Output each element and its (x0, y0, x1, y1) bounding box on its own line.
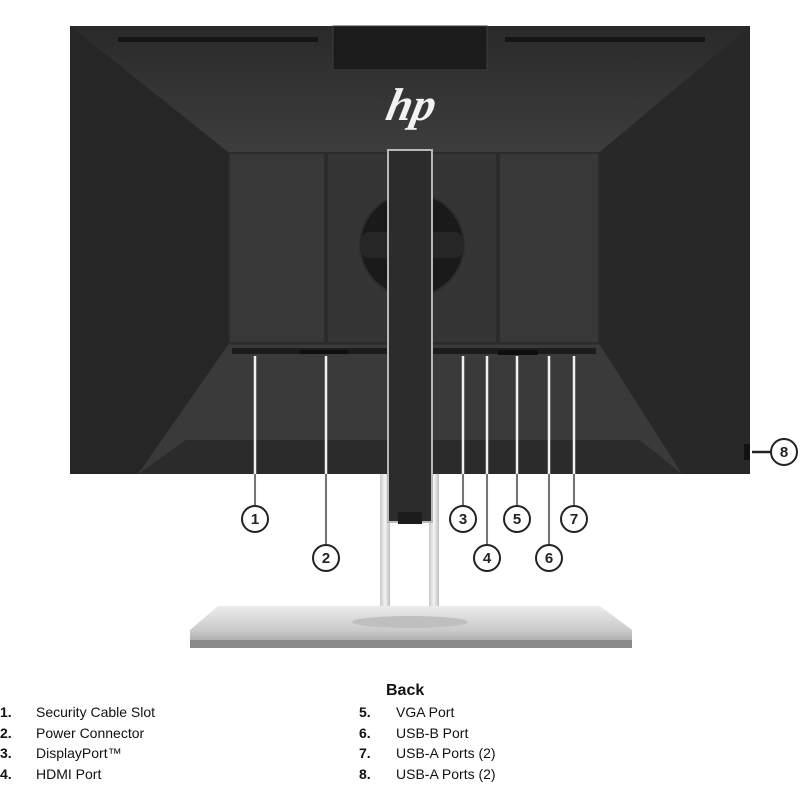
legend-item: 5. VGA Port (359, 702, 496, 723)
webcam-module (332, 25, 488, 71)
legend-item-number: 4. (0, 765, 12, 782)
callout-6: 6 (535, 544, 563, 572)
rear-panel-block-1 (228, 152, 326, 344)
legend-title: Back (386, 682, 425, 699)
svg-text:2: 2 (322, 550, 330, 567)
callout-lines-dark (254, 474, 575, 546)
legend-item-number: 8. (359, 765, 371, 782)
rear-panel-block-4 (498, 152, 600, 344)
legend-item: 6. USB-B Port (359, 723, 496, 744)
stand-base-edge (190, 640, 632, 648)
stand-pole-left (380, 470, 390, 630)
legend-item-number: 3. (0, 745, 12, 762)
stand-pole-right (429, 470, 439, 630)
legend-item-label: Security Cable Slot (36, 704, 156, 721)
stand (190, 470, 632, 648)
legend-item-label: USB-A Ports (2) (396, 765, 496, 782)
top-vent-right (505, 37, 705, 42)
svg-text:8: 8 (780, 444, 788, 461)
monitor-housing: hp (70, 25, 750, 524)
port-connector-block (498, 350, 538, 355)
legend-item: 4. HDMI Port (0, 764, 155, 785)
svg-text:4: 4 (483, 550, 492, 567)
hp-logo: hp (382, 80, 441, 130)
legend-column-right: 5. VGA Port 6. USB-B Port 7. USB-A Ports… (359, 702, 496, 784)
legend-item-number: 1. (0, 704, 12, 721)
callout-3: 3 (449, 505, 477, 533)
legend-item: 1. Security Cable Slot (0, 702, 155, 723)
power-connector-block (300, 350, 348, 354)
legend-item: 2. Power Connector (0, 723, 155, 744)
legend-item-label: VGA Port (396, 704, 455, 721)
legend-item-label: Power Connector (36, 724, 145, 741)
legend-item: 8. USB-A Ports (2) (359, 764, 496, 785)
stand-neck (387, 149, 433, 523)
legend-item-label: DisplayPort™ (36, 745, 122, 762)
legend-item-label: USB-B Port (396, 724, 469, 741)
callout-2: 2 (312, 544, 340, 572)
callout-1: 1 (241, 505, 269, 533)
legend-item-number: 5. (359, 704, 371, 721)
stand-base-foot (352, 616, 468, 628)
svg-text:6: 6 (545, 550, 553, 567)
legend-item-label: USB-A Ports (2) (396, 745, 496, 762)
side-usb-port (744, 444, 750, 460)
legend-item: 7. USB-A Ports (2) (359, 743, 496, 764)
legend-item-number: 2. (0, 724, 12, 741)
callout-8: 8 (770, 438, 798, 466)
svg-text:7: 7 (570, 511, 578, 528)
callout-7: 7 (560, 505, 588, 533)
legend-column-left: 1. Security Cable Slot 2. Power Connecto… (0, 702, 155, 784)
legend-item-number: 7. (359, 745, 371, 762)
housing-left-bevel (70, 26, 228, 474)
svg-text:3: 3 (459, 511, 467, 528)
monitor-back-illustration: hp (70, 25, 798, 648)
callout-4: 4 (473, 544, 501, 572)
svg-text:1: 1 (251, 511, 259, 528)
legend-item-number: 6. (359, 724, 371, 741)
housing-top-bevel (70, 26, 750, 152)
top-vent-left (118, 37, 318, 42)
port-legend: Back 1. Security Cable Slot 2. Power Con… (0, 680, 800, 800)
svg-text:5: 5 (513, 511, 521, 528)
housing-right-bevel (600, 26, 750, 474)
legend-item: 3. DisplayPort™ (0, 743, 155, 764)
callout-5: 5 (503, 505, 531, 533)
legend-item-label: HDMI Port (36, 765, 102, 782)
callouts: 1 2 3 4 5 6 7 8 (241, 438, 798, 572)
stand-neck-foot (398, 512, 422, 524)
